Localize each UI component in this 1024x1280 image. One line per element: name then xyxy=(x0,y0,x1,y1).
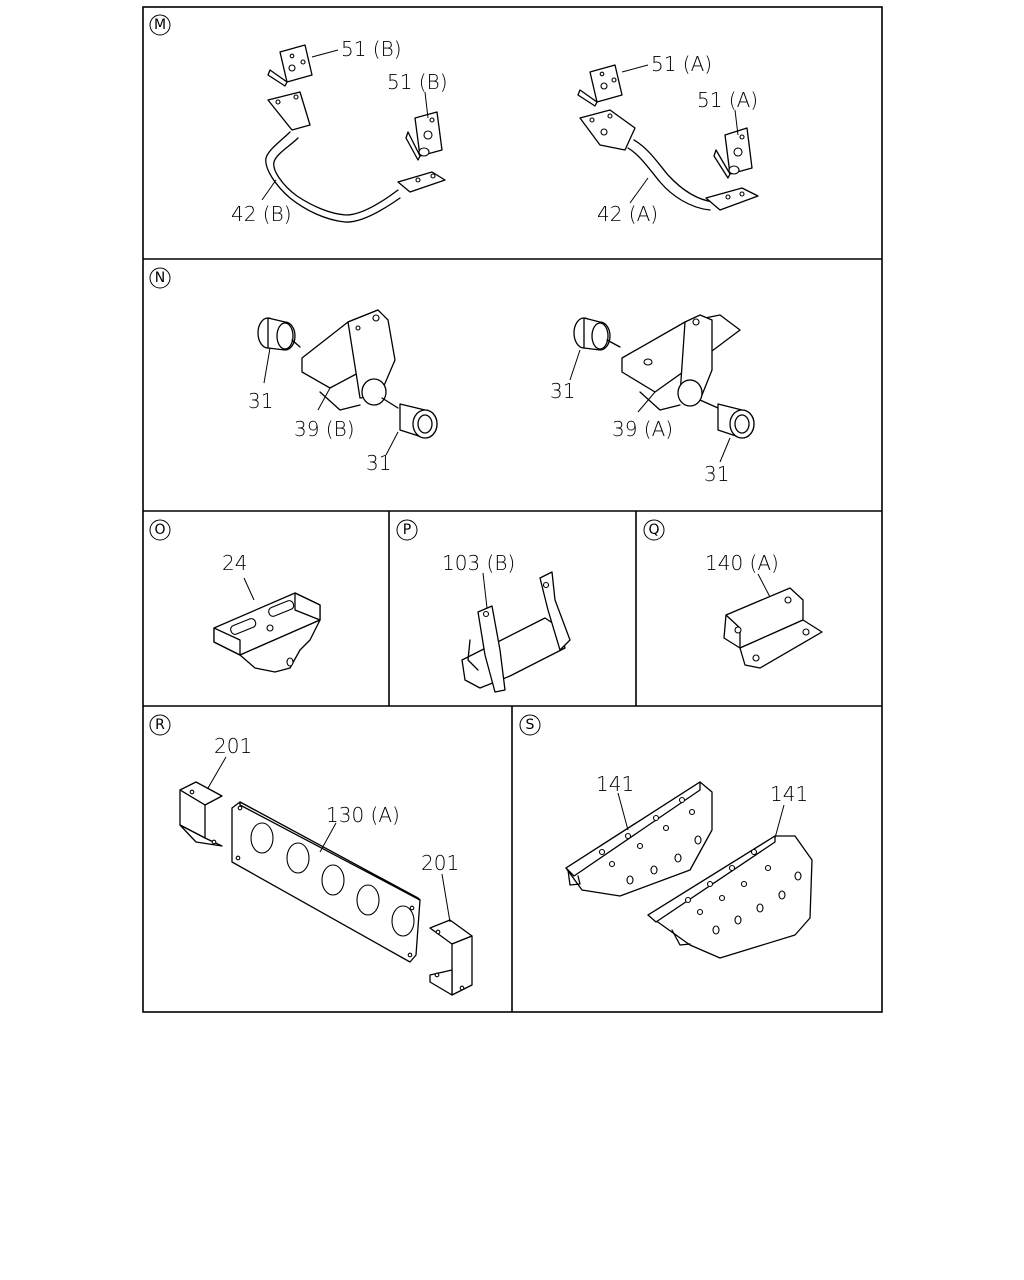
bracket-51a-mount-drawing xyxy=(713,127,753,179)
bracket-51b-plate-drawing xyxy=(267,44,313,87)
section-s-drawings xyxy=(565,781,813,959)
section-m-leaders xyxy=(261,49,739,204)
callout-51a-plate: 51 (A) xyxy=(651,52,712,76)
section-label-o: O xyxy=(154,522,165,538)
section-s-callouts: 141 141 xyxy=(596,772,808,806)
section-r-callouts: 201 130 (A) 201 xyxy=(214,734,459,875)
callout-140a: 140 (A) xyxy=(705,551,779,575)
marker-circle xyxy=(149,519,171,541)
panel-frames xyxy=(142,6,883,1013)
callout-201-left: 201 xyxy=(214,734,252,758)
marker-circle xyxy=(149,714,171,736)
section-o-drawing xyxy=(213,577,321,673)
callout-24: 24 xyxy=(222,551,247,575)
section-m-drawings xyxy=(265,44,759,223)
bracket-201-right-drawing xyxy=(429,919,473,996)
crossmember-42a-drawing xyxy=(579,109,759,211)
marker-circle xyxy=(149,14,171,36)
section-label-q: Q xyxy=(648,522,659,538)
callout-51a-mount: 51 (A) xyxy=(697,88,758,112)
section-p-drawing xyxy=(461,571,571,693)
section-n-leaders xyxy=(263,347,731,463)
section-label-n: N xyxy=(155,270,165,286)
section-marker-n: N xyxy=(149,267,171,289)
callout-130a: 130 (A) xyxy=(326,803,400,827)
section-label-p: P xyxy=(403,522,411,538)
section-label-m: M xyxy=(154,17,166,33)
callout-51b-plate: 51 (B) xyxy=(341,37,402,61)
callout-103b: 103 (B) xyxy=(442,551,515,575)
section-label-s: S xyxy=(526,717,535,733)
section-marker-o: O xyxy=(149,519,171,541)
section-m-callouts: 51 (B) 51 (B) 42 (B) 51 (A) 51 (A) 42 (A… xyxy=(231,37,758,226)
bushing-right-upper-drawing xyxy=(573,317,621,351)
section-marker-s: S xyxy=(519,714,541,736)
section-marker-r: R xyxy=(149,714,171,736)
callout-42a: 42 (A) xyxy=(597,202,658,226)
crossmember-130a-drawing xyxy=(231,801,421,963)
callout-31-left-lower: 31 xyxy=(366,451,391,475)
section-r-drawings xyxy=(179,756,473,996)
callout-141-right: 141 xyxy=(770,782,808,806)
callout-31-left-upper: 31 xyxy=(248,389,273,413)
callout-39b: 39 (B) xyxy=(294,417,355,441)
callout-42b: 42 (B) xyxy=(231,202,292,226)
marker-circle xyxy=(519,714,541,736)
marker-circle xyxy=(643,519,665,541)
bracket-141-left-drawing xyxy=(565,781,713,897)
callout-141-left: 141 xyxy=(596,772,634,796)
section-marker-m: M xyxy=(149,14,171,36)
section-label-r: R xyxy=(155,717,165,733)
section-n-callouts: 31 39 (B) 31 31 39 (A) 31 xyxy=(248,379,729,486)
callout-201-right: 201 xyxy=(421,851,459,875)
callout-51b-mount: 51 (B) xyxy=(387,70,448,94)
section-q-drawing xyxy=(723,573,823,669)
callout-39a: 39 (A) xyxy=(612,417,673,441)
bracket-201-left-drawing xyxy=(179,781,223,847)
callout-31-right-upper: 31 xyxy=(550,379,575,403)
callout-31-right-lower: 31 xyxy=(704,462,729,486)
spring-bracket-39a-drawing xyxy=(621,314,741,411)
crossmember-42b-drawing xyxy=(265,91,446,223)
marker-circle xyxy=(149,267,171,289)
section-marker-p: P xyxy=(396,519,418,541)
bushing-right-lower-drawing xyxy=(699,399,755,439)
section-marker-q: Q xyxy=(643,519,665,541)
bushing-left-upper-drawing xyxy=(257,317,301,351)
bracket-51a-plate-drawing xyxy=(577,64,623,107)
bracket-141-right-drawing xyxy=(647,835,813,959)
bracket-51b-mount-drawing xyxy=(405,111,443,161)
bushing-left-lower-drawing xyxy=(381,397,438,439)
section-n-drawings xyxy=(257,309,755,439)
marker-circle xyxy=(396,519,418,541)
spring-bracket-39b-drawing xyxy=(301,309,396,411)
